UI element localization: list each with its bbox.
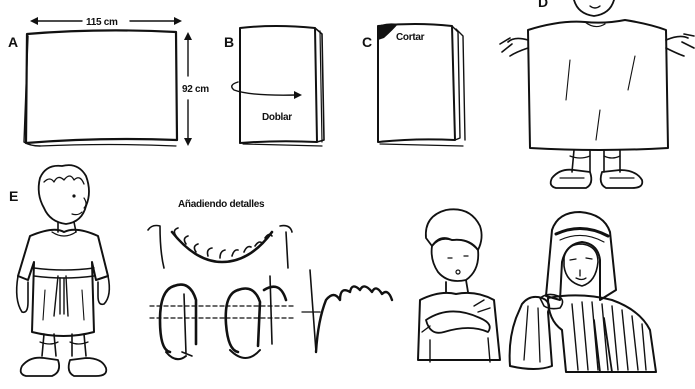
height-arrow (184, 32, 192, 146)
height-dimension: 92 cm (182, 84, 209, 95)
step-b-fold: B Doblar (224, 25, 325, 147)
boy-figure (417, 208, 501, 363)
cut-label: Cortar (396, 32, 425, 43)
step-e-tunic-child: E (9, 164, 111, 377)
stitch-sample-2 (224, 275, 297, 359)
step-e-label: E (9, 188, 18, 204)
man-figure (508, 211, 657, 373)
step-d-label: D (538, 0, 548, 10)
fold-label: Doblar (262, 112, 292, 123)
width-dimension: 115 cm (86, 17, 118, 28)
step-a-label: A (8, 34, 18, 50)
step-b-label: B (224, 34, 234, 50)
stitch-sample-1 (149, 283, 227, 361)
step-a-cloth: A 115 cm 92 cm (8, 17, 210, 147)
step-c-cut: C Cortar (362, 23, 466, 147)
step-d-poncho-child: D (499, 0, 695, 189)
neckline-stitch (147, 224, 293, 269)
needle-stitch-row (301, 269, 394, 354)
cut-neck-mark (378, 23, 398, 40)
details-caption: Añadiendo detalles (178, 199, 265, 210)
step-c-label: C (362, 34, 372, 50)
details-section: Añadiendo detalles (147, 199, 394, 361)
width-arrow (30, 17, 182, 25)
